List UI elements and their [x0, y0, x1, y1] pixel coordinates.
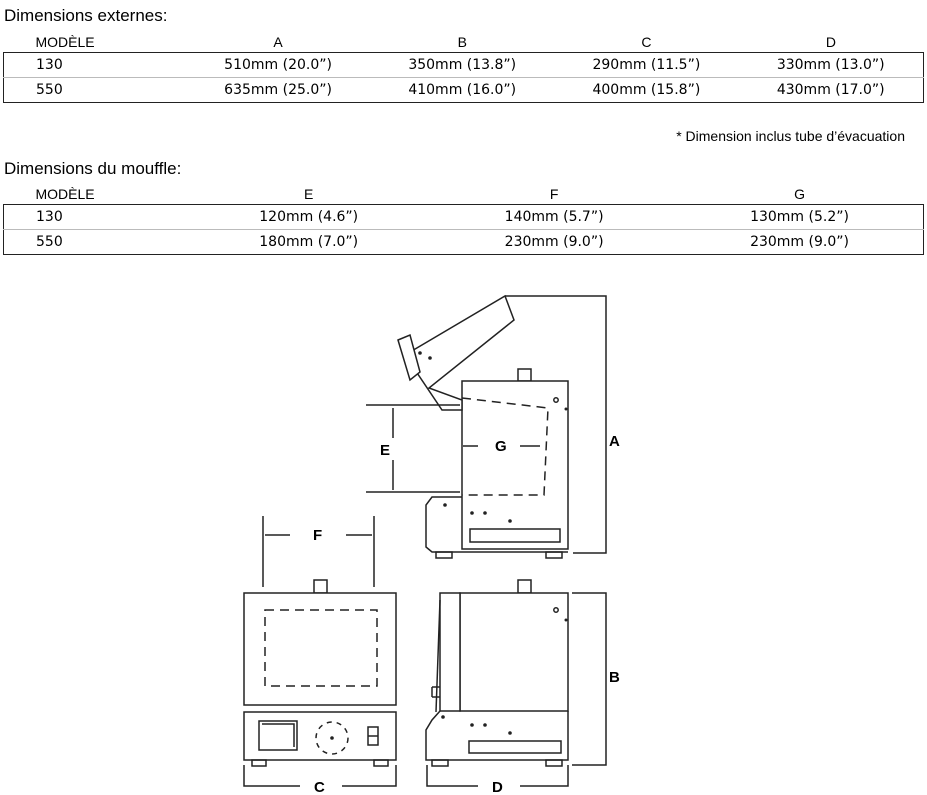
- cell-a: 635mm (25.0”): [186, 77, 371, 103]
- muffle-dimensions-table: MODÈLE E F G 130 120mm (4.6”) 140mm (5.7…: [3, 184, 924, 255]
- cell-model: 130: [36, 57, 63, 73]
- furnace-side-view-open-door: [366, 294, 607, 559]
- header-f: F: [549, 186, 559, 202]
- cell-d: 430mm (17.0”): [738, 77, 924, 103]
- header-c: C: [641, 34, 652, 50]
- header-b: B: [457, 34, 467, 50]
- table-row: 550 635mm (25.0”) 410mm (16.0”) 400mm (1…: [3, 77, 924, 103]
- table-row: 130 510mm (20.0”) 350mm (13.8”) 290mm (1…: [4, 53, 924, 78]
- muffle-dimensions-title: Dimensions du mouffle:: [4, 159, 182, 178]
- external-dimensions-title: Dimensions externes:: [4, 6, 168, 25]
- cell-e: 120mm (4.6”): [259, 209, 359, 225]
- label-d: D: [492, 779, 503, 795]
- header-g: G: [794, 186, 805, 202]
- external-dimensions-table: MODÈLE A B C D 130 510mm (20.0”) 350mm (…: [3, 32, 924, 103]
- cell-e: 180mm (7.0”): [186, 229, 432, 255]
- header-a: A: [273, 34, 283, 50]
- cell-c: 290mm (11.5”): [592, 57, 701, 73]
- cell-empty: [922, 229, 924, 255]
- cell-a: 510mm (20.0”): [224, 57, 332, 73]
- label-e: E: [380, 442, 390, 459]
- label-b: B: [609, 669, 620, 686]
- table-header-row: MODÈLE A B C D: [4, 32, 924, 53]
- furnace-front-view: [243, 516, 397, 787]
- label-a: A: [609, 433, 620, 450]
- label-g: G: [495, 438, 507, 455]
- evacuation-tube-note: * Dimension inclus tube d’évacuation: [676, 128, 905, 144]
- cell-g: 230mm (9.0”): [676, 229, 923, 255]
- table-row: 550 180mm (7.0”) 230mm (9.0”) 230mm (9.0…: [3, 229, 924, 255]
- cell-model: 130: [36, 209, 63, 225]
- furnace-side-view-closed: [425, 579, 607, 787]
- label-c: C: [314, 779, 325, 795]
- cell-model: 550: [3, 229, 186, 255]
- cell-g: 130mm (5.2”): [750, 209, 849, 225]
- cell-model: 550: [3, 77, 186, 103]
- cell-c: 400mm (15.8”): [554, 77, 739, 103]
- header-model: MODÈLE: [35, 34, 95, 50]
- cell-f: 230mm (9.0”): [431, 229, 677, 255]
- table-row: 130 120mm (4.6”) 140mm (5.7”) 130mm (5.2…: [4, 205, 924, 230]
- header-d: D: [825, 34, 837, 50]
- header-model: MODÈLE: [35, 186, 95, 202]
- cell-b: 410mm (16.0”): [370, 77, 555, 103]
- label-f: F: [313, 527, 322, 544]
- cell-d: 330mm (13.0”): [776, 57, 885, 73]
- table-header-row: MODÈLE E F G: [4, 184, 924, 205]
- header-e: E: [304, 186, 314, 202]
- cell-f: 140mm (5.7”): [504, 209, 604, 225]
- cell-b: 350mm (13.8”): [408, 57, 517, 73]
